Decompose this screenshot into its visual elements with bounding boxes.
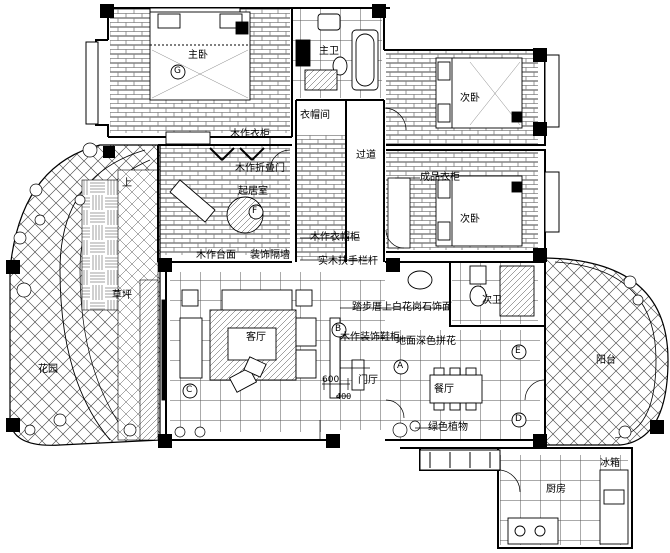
view-marker-c: C [186, 385, 193, 395]
room-label-fridge: 冰箱 [600, 458, 620, 469]
annotation-decor-partition: 装饰隔墙 [250, 250, 290, 261]
annotation-foyer: 门厅 [358, 375, 378, 386]
door-swings [269, 107, 546, 493]
annotation-solid-wood-handrail: 实木扶手栏杆 [318, 256, 378, 267]
annotation-wood-desk: 木作台面 [196, 250, 236, 261]
annotation-wood-cloak-cabinet: 木作衣帽柜 [310, 232, 360, 243]
room-label-cloakroom: 衣帽间 [300, 110, 330, 121]
room-label-lawn: 草坪 [112, 290, 132, 301]
room-label-second-bath: 次卫 [482, 295, 502, 306]
master-bed [149, 11, 251, 101]
room-label-kitchen: 厨房 [546, 484, 566, 495]
garden-steps [139, 279, 159, 441]
room-label-garden: 花园 [38, 364, 58, 375]
finished-wardrobe [387, 177, 411, 249]
dimension-600: 600 [322, 375, 340, 385]
columns [6, 4, 664, 448]
view-marker-d: D [515, 414, 522, 424]
bed-top [435, 57, 523, 129]
view-marker-shapes [170, 64, 527, 428]
room-label-balcony: 阳台 [596, 355, 616, 366]
room-label-second-bedroom-mid: 次卧 [460, 214, 480, 225]
annotation-step-stone: 踏步厝上白花岗石饰面 [352, 302, 452, 313]
room-label-corridor: 过道 [356, 150, 376, 161]
bed-mid [435, 175, 523, 247]
room-label-finished-wardrobe: 成品衣柜 [420, 172, 460, 183]
view-marker-b: B [335, 324, 342, 334]
stair-up-mark: 上 [122, 178, 132, 189]
wardrobe-strip [296, 135, 346, 260]
windows [85, 7, 560, 471]
dining-furniture [329, 317, 483, 411]
annotation-wood-shoe-cabinet: 木作装饰鞋柜 [340, 332, 400, 343]
room-label-living-room: 客厅 [246, 332, 266, 343]
balcony-inner-rail [554, 261, 657, 439]
view-marker-e: E [515, 346, 521, 356]
living-room-furniture [161, 289, 317, 401]
master-bath-fixtures [295, 13, 379, 91]
room-label-study: 起居室 [238, 186, 268, 197]
annotation-wood-wardrobe: 木作衣柜 [230, 129, 270, 140]
annotation-wood-folding-door: 木作折叠门 [235, 163, 285, 174]
view-marker-a: A [397, 361, 404, 371]
annotation-floor-pattern: 地面深色拼花 [396, 336, 456, 347]
balcony-floor [544, 257, 669, 446]
garden-path [59, 149, 146, 441]
room-label-second-bedroom-top: 次卧 [460, 93, 480, 104]
view-marker-f: F [252, 206, 258, 216]
annotation-green-plants: 绿色植物 [428, 422, 468, 433]
room-label-master-bath: 主卫 [319, 46, 339, 57]
leader-lines [269, 136, 450, 429]
kitchen-fixtures [507, 469, 629, 545]
garden-plants [13, 142, 644, 439]
second-bath-fixtures [407, 265, 535, 317]
dimension-400: 400 [336, 392, 352, 401]
room-label-dining-room: 餐厅 [434, 384, 454, 395]
view-marker-g: G [174, 66, 181, 76]
room-label-master-bedroom: 主卧 [188, 50, 208, 61]
